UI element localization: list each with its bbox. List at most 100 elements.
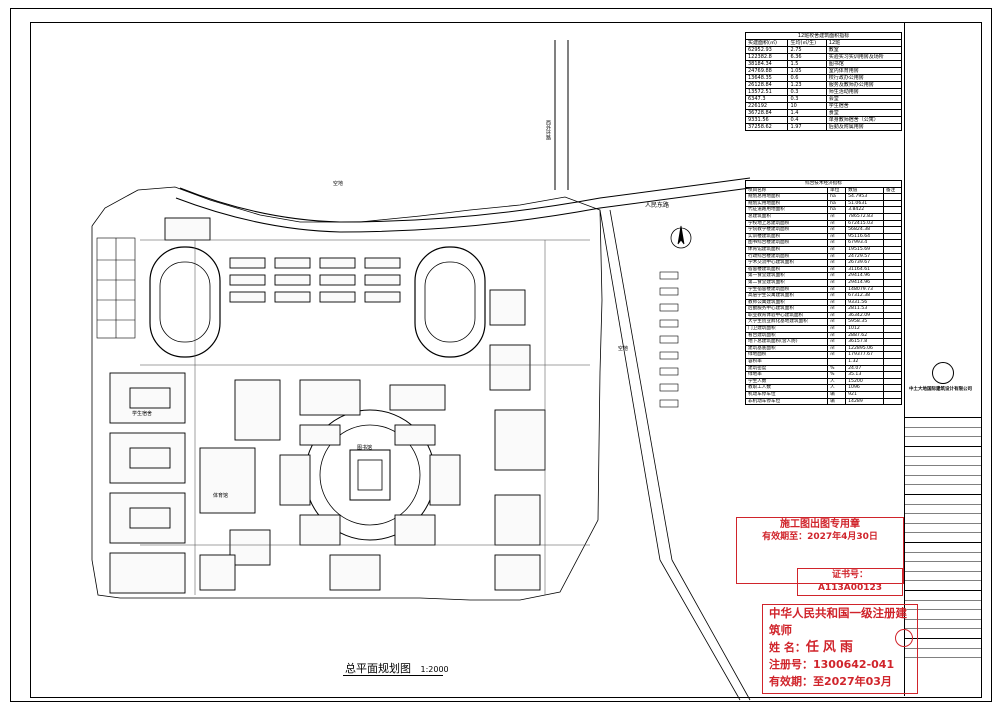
architect-stamp-title: 中华人民共和国一级注册建筑师 [769, 606, 907, 637]
table2-cell: ㎡ [827, 338, 847, 346]
table2-cell: 实训楼建筑面积 [744, 232, 829, 241]
table2-cell: ha [827, 193, 847, 201]
table1-head-1: 生均(㎡/生) [787, 39, 827, 47]
table2-head-0: 项目名称 [744, 186, 829, 195]
table1-cell: 6.36 [787, 53, 827, 61]
table1-cell: 后勤及附属用房 [825, 123, 903, 131]
table2-cell [882, 325, 903, 333]
table2-cell: 95116.64 [845, 232, 884, 241]
table2-cell: ㎡ [827, 239, 847, 247]
table2-cell [882, 318, 903, 327]
table2-cell: 14289 [845, 397, 884, 406]
table2-cell: ha [827, 206, 847, 214]
architect-reg-no: 1300642-041 [813, 658, 895, 671]
table2-cell: 教师公寓建筑面积 [744, 298, 829, 307]
table1-cell: 9331.56 [744, 116, 789, 124]
table2-cell: 1.32 [845, 358, 884, 366]
table2-cell [882, 391, 903, 399]
table2-cell: 职业教育体验中心建筑面积 [744, 311, 829, 320]
table2-cell: 54.7953 [845, 193, 884, 201]
table1-cell: 实验实习实训用房及场所 [825, 53, 903, 61]
table2-cell: 29414.96 [845, 272, 884, 280]
table1-title: 12班校舍建筑面积指标 [745, 32, 902, 40]
table2-cell [882, 219, 903, 228]
table2-cell [882, 265, 903, 274]
table2-cell [882, 358, 903, 366]
table1-cell: 37258.62 [744, 123, 789, 131]
table2-cell: 地下总建筑面积(含人防) [744, 338, 829, 346]
table2-cell: % [827, 364, 847, 373]
table2-cell [882, 285, 903, 294]
drawing-issue-stamp: 施工图出图专用章 有效期至：2027年4月30日 证书号：A113A00123 [736, 517, 904, 596]
table1-cell: 26128.84 [744, 81, 789, 89]
table2-cell: ㎡ [827, 311, 847, 320]
stamp-small-line1: 施工图出图专用章 [780, 519, 860, 530]
sports-field-west [149, 246, 221, 358]
table2-cell: 宿舍楼建筑面积 [744, 265, 829, 274]
table2-cell: 总建筑面积 [744, 212, 829, 221]
table2-cell: 9331.56 [845, 298, 884, 307]
table2-cell: 高层学生公寓建筑面积 [744, 292, 829, 300]
label-open-space-2: 空地 [618, 346, 629, 352]
table2-cell: 35.13 [845, 371, 884, 379]
table1-cell: 会堂 [825, 95, 903, 103]
table2-cell [882, 397, 903, 406]
table2-cell: ㎡ [827, 305, 847, 313]
table2-cell: 36342.09 [845, 311, 884, 320]
table1-cell: 36728.84 [744, 109, 789, 117]
table2-cell: 大学生创业孵化基地建筑面积 [744, 318, 829, 327]
table2-cell: ㎡ [827, 298, 847, 307]
table1-cell: 1.97 [787, 123, 827, 131]
table1-cell: 226192 [744, 102, 789, 110]
table2-cell: 19515.69 [845, 245, 884, 254]
table2-cell: 2887.62 [845, 331, 884, 340]
road-label-east: 人民东路 [645, 202, 670, 209]
table2-cell [882, 245, 903, 254]
table2-cell: 51.0631 [845, 199, 884, 208]
table2-cell: 5958.35 [845, 318, 884, 327]
drawing-frame [10, 8, 992, 702]
table2-cell [882, 259, 903, 267]
table2-cell: 672415.03 [845, 219, 884, 228]
table2-cell [882, 193, 903, 201]
table1-cell: 0.6 [787, 74, 827, 82]
table1-cell: 单身教师宿舍（公寓） [825, 116, 903, 124]
table2-cell: ㎡ [827, 272, 847, 280]
table1-cell: 教室 [825, 46, 903, 54]
table1-cell: 校行政办公用房 [825, 74, 903, 82]
valid-label: 有效期： [769, 675, 813, 688]
table1-cell: 24769.88 [744, 67, 789, 75]
stamp-small-line2: 有效期至：2027年4月30日 [762, 532, 878, 542]
table2-row: 建筑密度%24.07 [744, 364, 903, 373]
architect-stamp: 中华人民共和国一级注册建筑师 姓 名：任风雨 注册号：1300642-041 有… [762, 604, 918, 694]
label-gym: 体育馆 [213, 493, 229, 499]
table1-cell: 1.05 [787, 67, 827, 75]
table2-title: 综合技术经济指标 [745, 180, 902, 188]
table2-cell: 人 [827, 384, 847, 392]
table1-cell: 1.4 [787, 109, 827, 117]
table-building-area: 12班校舍建筑面积指标 实建面积(㎡) 生均(㎡/生) 12班 62952.93… [744, 32, 903, 131]
table1-head-2: 12班 [825, 39, 903, 47]
table2-cell: ㎡ [827, 265, 847, 274]
site-boundary [91, 186, 603, 601]
table2-cell [882, 338, 903, 346]
table2-cell [882, 371, 903, 379]
table2-cell: 门卫建筑面积 [744, 325, 829, 333]
table2-cell: ㎡ [827, 245, 847, 254]
table2-cell: 建筑密度 [744, 364, 829, 373]
